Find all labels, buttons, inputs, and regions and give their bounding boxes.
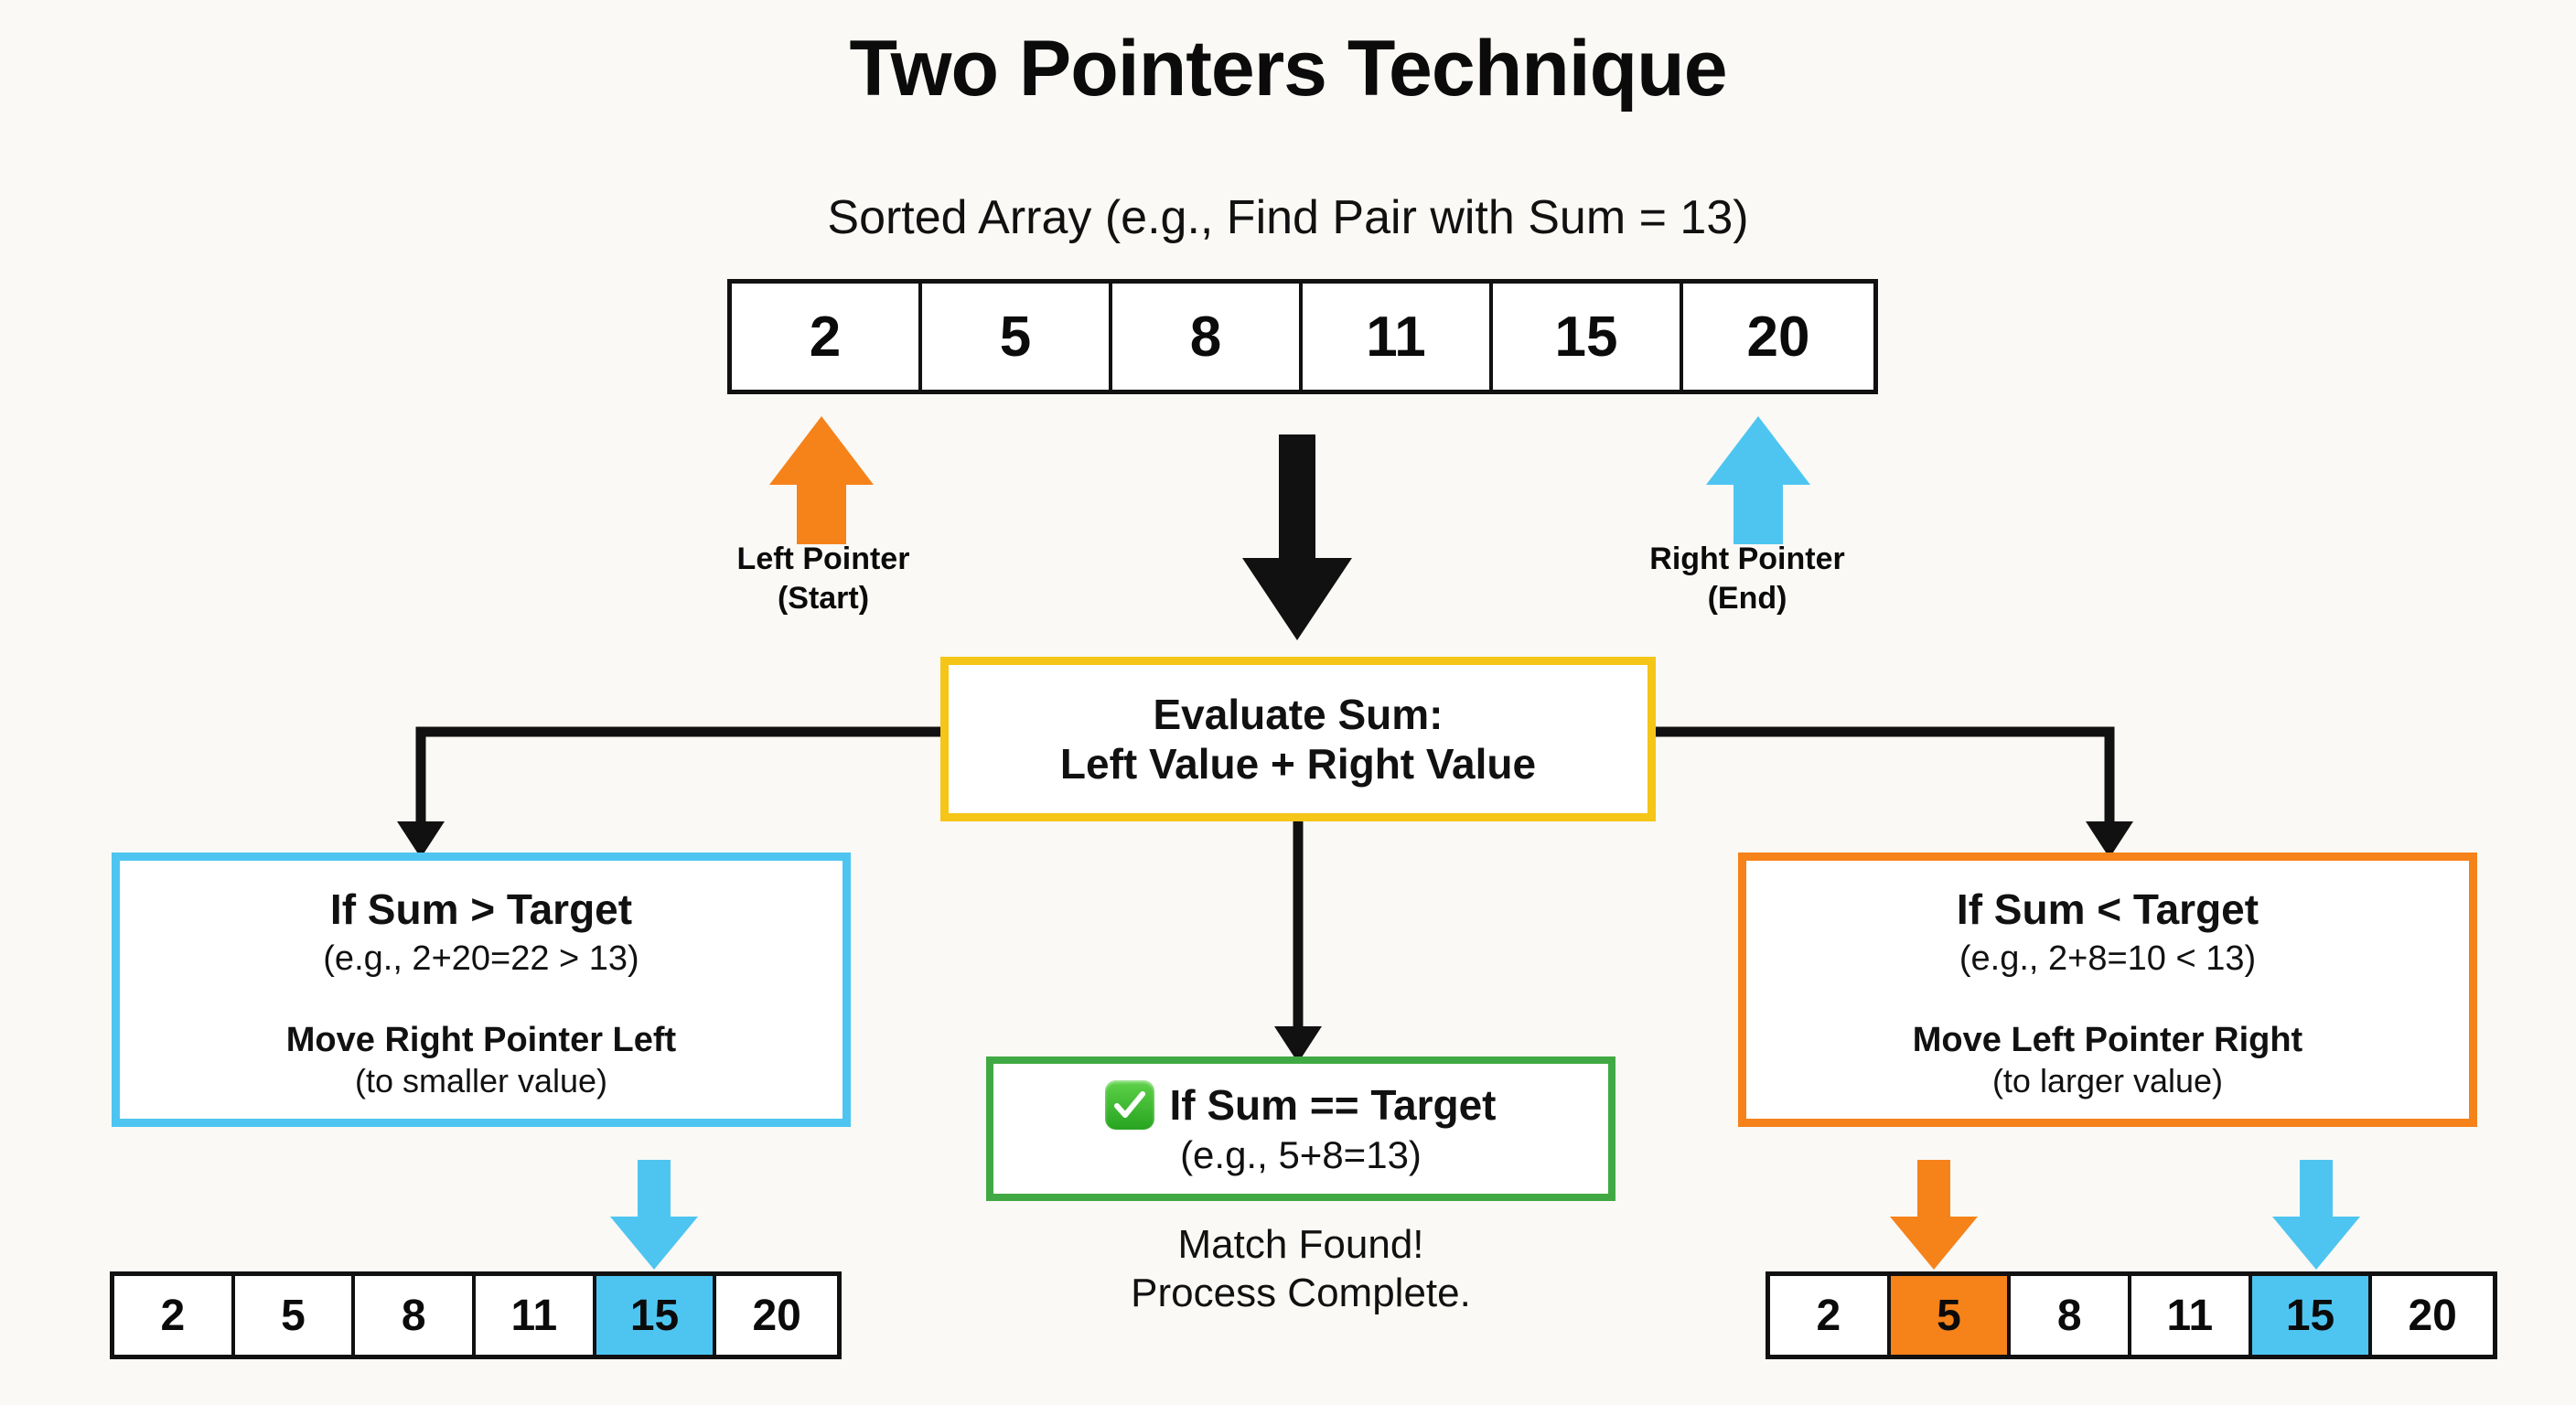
array-cell: 2 [114,1276,235,1355]
match-found-line1: Match Found! [1177,1222,1424,1267]
right-pointer-label: Right Pointer (End) [1564,540,1930,618]
branch-greater-head: If Sum > Target [329,885,633,933]
left-pointer-arrow-icon [769,416,874,544]
branch-equal-head-row: If Sum == Target [1105,1080,1497,1130]
page-title: Two Pointers Technique [849,25,1727,113]
evaluate-sum-line2: Left Value + Right Value [1059,740,1537,788]
array-cell: 2 [1770,1276,1891,1355]
sorted-array-main: 2 5 8 11 15 20 [727,279,1878,394]
branch-greater-action-note: (to smaller value) [354,1062,608,1099]
left-pointer-label-line2: (Start) [777,580,870,616]
left-pointer-label-line1: Left Pointer [736,542,910,576]
right-pointer-label-line1: Right Pointer [1649,542,1845,576]
branch-less-action-note: (to larger value) [1991,1062,2224,1099]
array-cell: 8 [1112,284,1303,390]
match-found-line2: Process Complete. [1131,1270,1471,1315]
left-pointer-label: Left Pointer (Start) [640,540,1006,618]
array-after-move-left-pointer: 2 5 8 11 15 20 [1766,1271,2497,1359]
array-cell: 11 [1303,284,1493,390]
array-cell: 5 [922,284,1112,390]
branch-less-action: Move Left Pointer Right [1912,1021,2303,1059]
array-caption: Sorted Array (e.g., Find Pair with Sum =… [827,191,1749,244]
array-cell: 5 [234,1276,356,1355]
right-pointer-label-line2: (End) [1707,580,1787,616]
check-mark-icon [1105,1080,1155,1130]
match-found-text: Match Found! Process Complete. [986,1221,1615,1318]
connector-evaluate-to-greater [397,726,940,858]
array-after-move-right-pointer: 2 5 8 11 15 20 [110,1271,842,1359]
array-cell-highlight-orange: 5 [1890,1276,2012,1355]
array-cell: 20 [1683,284,1873,390]
connector-evaluate-to-less [1656,726,2133,858]
right-pointer-stay-arrow-icon [2272,1160,2360,1270]
array-to-evaluate-arrow-icon [1242,434,1352,640]
branch-less-example: (e.g., 2+8=10 < 13) [1959,939,2257,978]
branch-less-head: If Sum < Target [1956,885,2259,933]
branch-sum-greater-box: If Sum > Target (e.g., 2+20=22 > 13) Mov… [112,853,851,1127]
right-pointer-move-arrow-icon [610,1160,698,1270]
branch-equal-example: (e.g., 5+8=13) [1180,1133,1422,1176]
array-cell: 8 [355,1276,477,1355]
branch-sum-less-box: If Sum < Target (e.g., 2+8=10 < 13) Move… [1738,853,2477,1127]
branch-equal-head: If Sum == Target [1169,1081,1497,1129]
branch-greater-example: (e.g., 2+20=22 > 13) [323,939,639,978]
branch-sum-equal-box: If Sum == Target (e.g., 5+8=13) [986,1056,1615,1201]
left-pointer-move-arrow-icon [1890,1160,1978,1270]
branch-greater-action: Move Right Pointer Left [285,1021,677,1059]
evaluate-sum-line1: Evaluate Sum: [1153,690,1444,738]
array-cell: 11 [2131,1276,2252,1355]
connector-evaluate-to-equal [1274,821,1322,1063]
array-cell: 8 [2011,1276,2132,1355]
array-cell: 11 [476,1276,596,1355]
array-cell-highlight-blue: 15 [2251,1276,2373,1355]
evaluate-sum-box: Evaluate Sum: Left Value + Right Value [940,657,1656,821]
array-cell: 20 [716,1276,837,1355]
array-cell: 2 [732,284,922,390]
array-cell: 15 [1493,284,1683,390]
right-pointer-arrow-icon [1706,416,1810,544]
array-cell-highlight-blue: 15 [596,1276,717,1355]
array-cell: 20 [2372,1276,2493,1355]
